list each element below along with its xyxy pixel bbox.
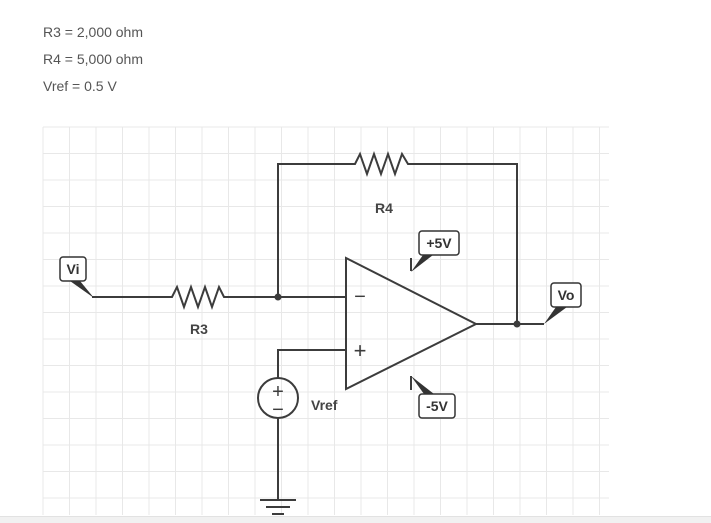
svg-text:-5V: -5V [426,398,448,414]
grid [42,126,609,515]
supply-pos-tag: +5V [411,230,460,272]
opamp-noninverting-symbol: + [354,338,367,363]
param-r4: R4 = 5,000 ohm [43,51,144,67]
supply-neg-tag: -5V [411,376,456,419]
output-tag: Vo [544,282,582,324]
bottom-scroll-strip [0,516,711,523]
param-r3: R3 = 2,000 ohm [43,24,144,40]
param-vref: Vref = 0.5 V [43,78,117,94]
source-minus-symbol: − [272,399,284,421]
input-wire [92,283,346,311]
source-plus-symbol: + [272,381,284,403]
input-tag: Vi [59,256,94,298]
opamp-inverting-symbol: − [354,286,366,308]
vref-label: Vref [311,397,338,413]
svg-text:Vi: Vi [67,261,80,277]
r4-label: R4 [375,200,393,216]
vref-wire [277,349,346,378]
parameter-list: R3 = 2,000 ohm R4 = 5,000 ohm Vref = 0.5… [43,22,143,103]
svg-text:+5V: +5V [426,235,452,251]
feedback-wire [277,150,518,324]
opamp [345,256,479,391]
svg-text:Vo: Vo [558,287,575,303]
r3-label: R3 [190,321,208,337]
junction-dot-input [274,293,282,301]
junction-dot-output [513,320,521,328]
ground-icon [260,499,296,515]
